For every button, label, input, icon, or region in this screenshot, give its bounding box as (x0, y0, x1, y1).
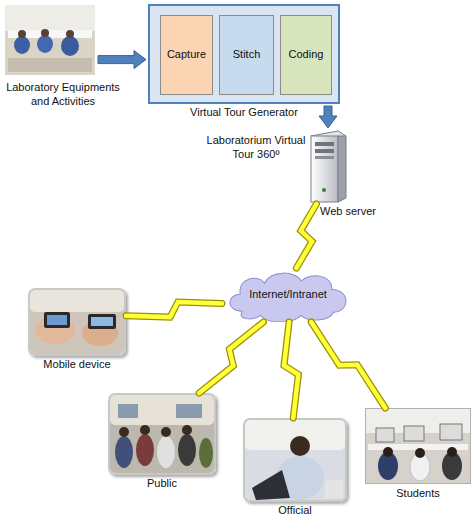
lightning-outline (284, 322, 298, 418)
crowd-head (182, 425, 192, 435)
power-led (322, 188, 326, 192)
student-head (383, 447, 393, 457)
monitor (376, 428, 394, 442)
crowd-head (140, 425, 150, 435)
lightning-bolt (311, 322, 385, 408)
cloud-shape (230, 273, 346, 322)
server-node: Laboratorium Virtual Tour 360ºWeb server (308, 130, 348, 204)
desk-item (325, 480, 343, 498)
lab-person (14, 36, 30, 54)
crowd-person (136, 434, 154, 466)
crowd-person (157, 436, 175, 468)
drive-slot (315, 149, 334, 153)
lab-person (61, 36, 79, 56)
crowd-person (115, 436, 133, 468)
lab-person (37, 35, 53, 53)
connector (296, 204, 316, 268)
official-photo (245, 420, 345, 500)
student-head (415, 448, 425, 458)
node-label: Coding (289, 48, 324, 62)
connector (284, 322, 298, 418)
connector (319, 106, 337, 128)
window (176, 404, 202, 418)
monitor (440, 424, 462, 440)
connector (98, 51, 146, 69)
drive-slot (315, 156, 334, 159)
node-label: Laboratory Equipments and Activities (2, 81, 124, 109)
student-head (447, 447, 457, 457)
process-box: Capture (160, 15, 213, 95)
generator-box: Virtual Tour GeneratorCaptureStitchCodin… (148, 4, 340, 104)
lightning-outline (311, 322, 385, 408)
connector (311, 322, 385, 408)
node-label: Capture (167, 48, 206, 62)
lab-wall (5, 5, 95, 31)
public-bg (110, 395, 214, 425)
drive-slot (315, 142, 334, 146)
phone-screen (91, 317, 113, 326)
lightning-bolt (126, 302, 222, 317)
node-label: Students (336, 487, 474, 501)
lab-head (41, 29, 49, 37)
process-box: Coding (280, 15, 332, 95)
phone (44, 312, 70, 328)
lab-head (66, 30, 74, 38)
node-label: Laboratorium Virtual Tour 360º (206, 134, 306, 162)
node-label: Internet/Intranet (249, 288, 327, 302)
node-label: Virtual Tour Generator (120, 106, 368, 120)
lightning-outline (126, 302, 222, 317)
node-label: Public (80, 477, 244, 491)
node-label: Official (215, 504, 375, 518)
photo-node: Laboratory Equipments and Activities (5, 5, 95, 75)
photo-node: Students (365, 408, 471, 484)
crowd-head (119, 427, 129, 437)
phone (88, 314, 116, 329)
block-arrow (319, 106, 337, 128)
node-label: Mobile device (0, 358, 154, 372)
server-side (338, 136, 346, 202)
connector (199, 322, 263, 393)
photo-node: Public (108, 393, 216, 475)
block-arrow (98, 51, 146, 69)
crowd-head (161, 427, 171, 437)
students-photo (366, 409, 470, 483)
phone-screen (47, 315, 67, 325)
lightning-outline (296, 204, 316, 268)
crowd-person (178, 434, 196, 466)
laptop (252, 470, 290, 500)
process-box: Stitch (219, 15, 274, 95)
lightning-bolt (199, 322, 263, 393)
public-photo (110, 395, 214, 473)
cloud-node: Internet/Intranet (222, 268, 354, 322)
photo-node: Official (243, 418, 347, 502)
lightning-outline (199, 322, 263, 393)
connector (126, 302, 222, 317)
mobile-bg (30, 290, 124, 312)
lab-table (8, 58, 92, 72)
photo-node: Mobile device (28, 288, 126, 356)
node-label: Stitch (233, 48, 261, 62)
lightning-bolt (296, 204, 316, 268)
lightning-bolt (284, 322, 298, 418)
monitor (404, 426, 424, 441)
official-head (290, 436, 310, 456)
lab-photo (5, 5, 95, 75)
mobile-photo (30, 290, 124, 354)
window (118, 404, 138, 418)
crowd-person (199, 438, 213, 468)
lab-head (18, 30, 26, 38)
server-front (311, 136, 338, 202)
lab-bench (8, 30, 92, 38)
node-label: Web server (320, 205, 376, 219)
